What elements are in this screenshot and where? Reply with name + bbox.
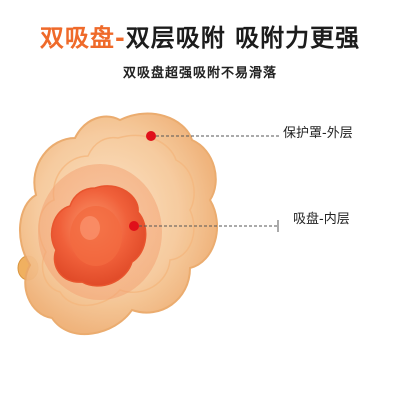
- outer-layer-marker: [146, 131, 156, 141]
- suction-cup-illustration: [17, 112, 280, 335]
- inner-layer-marker: [129, 221, 139, 231]
- inner-suction-cup: [50, 185, 147, 287]
- headline: 双吸盘-双层吸附 吸附力更强: [0, 18, 400, 53]
- inner-layer-label: 吸盘-内层: [293, 212, 350, 227]
- headline-main: 双层吸附 吸附力更强: [125, 24, 361, 52]
- subheadline: 双吸盘超强吸附不易滑落: [122, 66, 277, 81]
- outer-layer-label: 保护罩-外层: [283, 126, 353, 141]
- headline-accent: 双吸盘-: [39, 24, 126, 52]
